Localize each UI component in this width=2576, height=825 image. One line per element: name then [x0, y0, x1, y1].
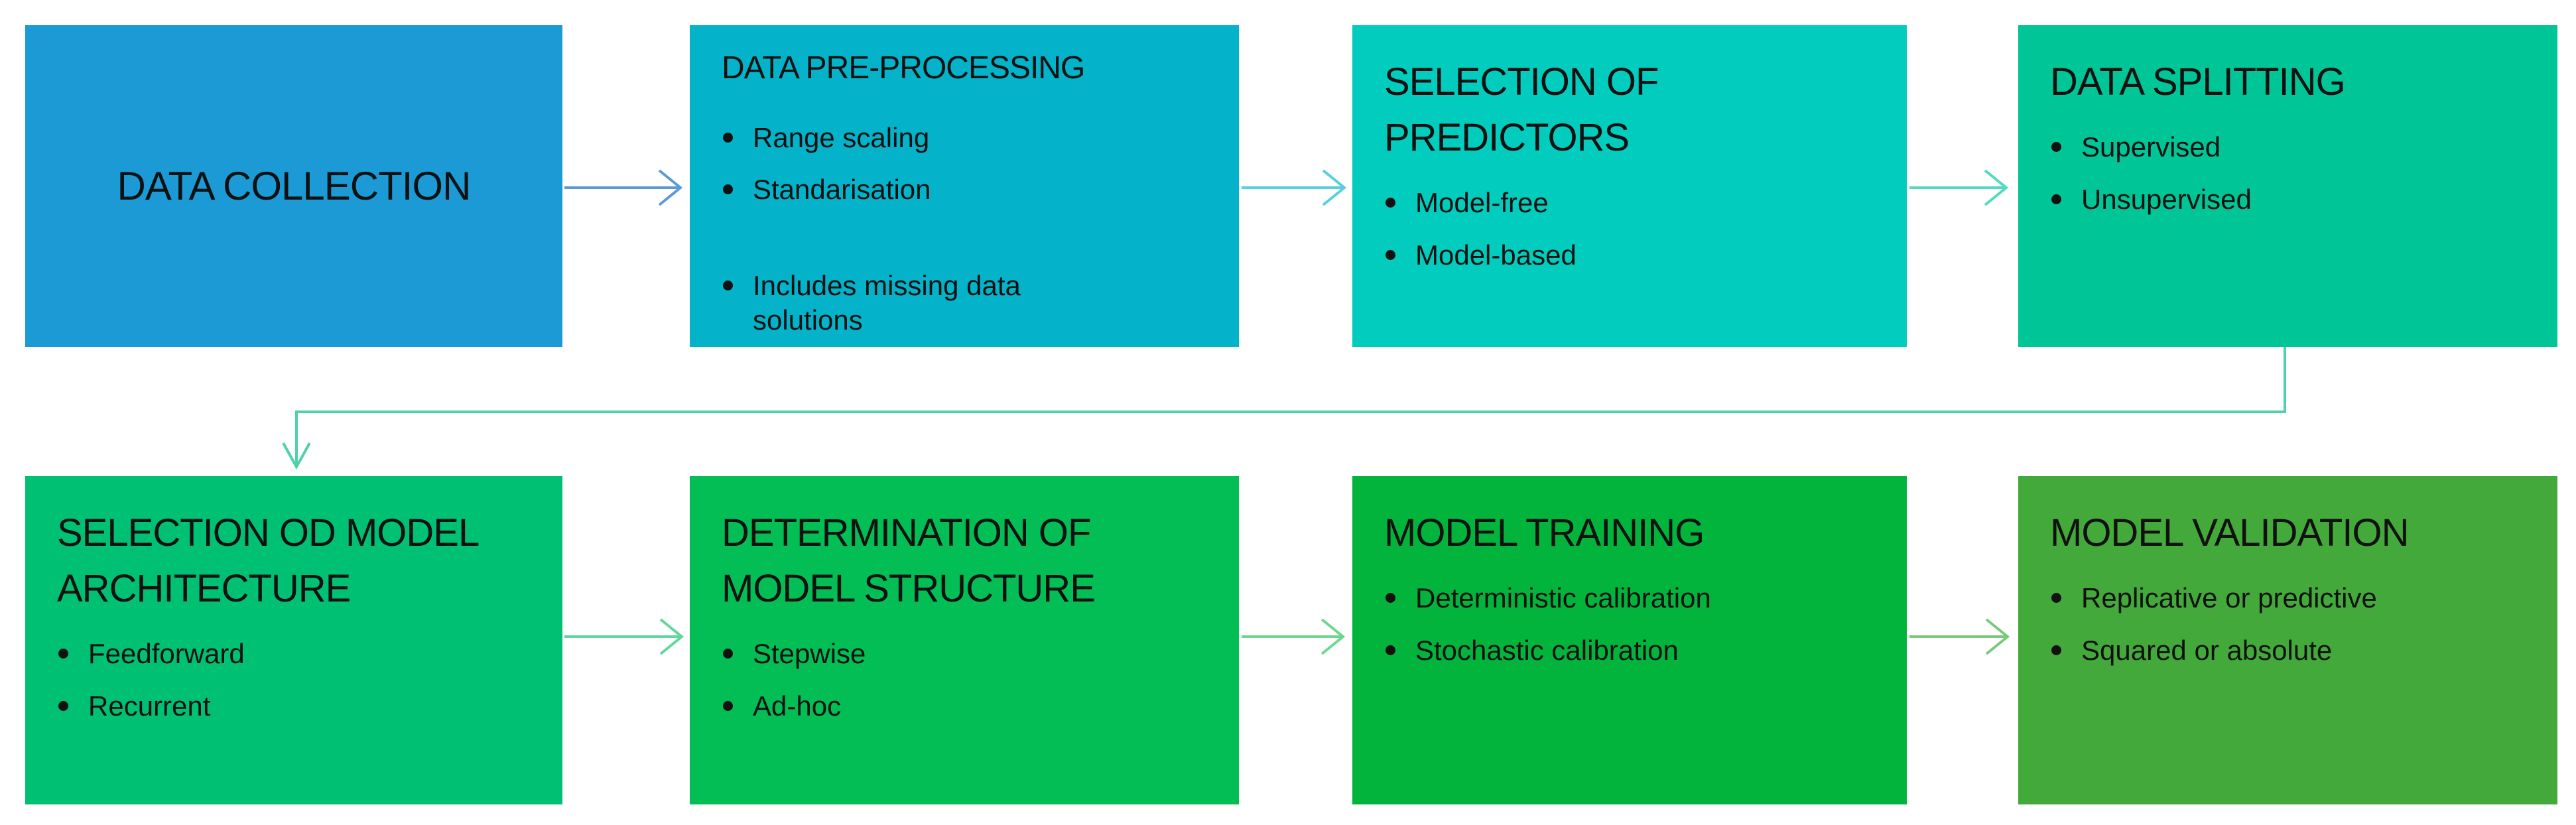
bullet-text: Standarisation	[753, 174, 931, 206]
bullet-item: Range scaling	[722, 121, 1216, 156]
step-title: SELECTION OF PREDICTORS	[1384, 60, 1659, 160]
bullet-text: Stochastic calibration	[1415, 634, 1679, 666]
bullet-text: Squared or absolute	[2081, 634, 2333, 666]
bullet-text: Includes missing data solutions	[753, 269, 1021, 336]
bullet-spacer	[722, 225, 1216, 269]
bullet-text: Model-based	[1415, 239, 1577, 271]
step-box-model-training: MODEL TRAINING Deterministic calibration…	[1352, 476, 1907, 804]
step-box-model-validation: MODEL VALIDATION Replicative or predicti…	[2018, 476, 2557, 804]
bullet-item: Standarisation	[722, 172, 1216, 208]
bullet-text: Supervised	[2081, 131, 2221, 163]
step-title: MODEL TRAINING	[1384, 511, 1705, 554]
bullet-dot-icon	[1385, 645, 1395, 655]
bullet-dot-icon	[723, 700, 733, 711]
bullet-dot-icon	[1385, 593, 1395, 603]
step-title: MODEL VALIDATION	[2050, 511, 2409, 554]
step-title: SELECTION OD MODEL ARCHITECTURE	[57, 511, 480, 611]
step-title: DATA COLLECTION	[117, 164, 472, 208]
step-title: DETERMINATION OF MODEL STRUCTURE	[722, 511, 1096, 611]
bullet-text: Ad-hoc	[753, 690, 842, 722]
connector-splitting-to-architecture	[282, 347, 2286, 470]
bullet-item: Stepwise	[722, 637, 1216, 672]
bullet-dot-icon	[58, 649, 68, 659]
bullet-text: Unsupervised	[2081, 183, 2252, 215]
bullet-text: Model-free	[1415, 187, 1549, 219]
bullet-dot-icon	[723, 132, 733, 143]
bullet-item: Deterministic calibration	[1384, 581, 1884, 616]
bullet-item: Squared or absolute	[2050, 633, 2535, 668]
arrow-structure-to-training	[1242, 618, 1346, 655]
bullet-dot-icon	[58, 700, 68, 711]
step-box-data-collection: DATA COLLECTION	[25, 25, 562, 347]
arrow-training-to-validation	[1909, 618, 2010, 655]
arrow-predictors-to-splitting	[1909, 169, 2009, 206]
bullet-dot-icon	[723, 184, 733, 195]
bullet-dot-icon	[2051, 645, 2061, 655]
bullet-text: Stepwise	[753, 638, 866, 670]
bullet-item: Replicative or predictive	[2050, 581, 2535, 616]
step-title: DATA SPLITTING	[2050, 60, 2346, 103]
step-title: DATA PRE-PROCESSING	[722, 50, 1085, 86]
bullet-item: Feedforward	[57, 637, 540, 672]
bullet-item: Includes missing data solutions	[722, 269, 1216, 338]
bullet-text: Deterministic calibration	[1415, 582, 1711, 614]
bullet-dot-icon	[2051, 194, 2061, 204]
step-box-determination-of-model-structure: DETERMINATION OF MODEL STRUCTURE Stepwis…	[690, 476, 1239, 804]
bullet-item: Model-free	[1384, 186, 1884, 221]
arrow-preprocessing-to-predictors	[1242, 169, 1347, 206]
arrow-architecture-to-structure	[564, 618, 684, 655]
bullet-dot-icon	[723, 280, 733, 290]
bullet-item: Model-based	[1384, 238, 1884, 273]
bullet-dot-icon	[723, 649, 733, 659]
bullet-text: Feedforward	[88, 638, 245, 670]
bullet-text: Recurrent	[88, 690, 211, 722]
bullet-dot-icon	[2051, 142, 2061, 153]
bullet-dot-icon	[1385, 249, 1395, 260]
bullet-dot-icon	[1385, 198, 1395, 208]
bullet-item: Supervised	[2050, 130, 2535, 165]
bullet-item: Ad-hoc	[722, 689, 1216, 724]
step-box-selection-od-model-architecture: SELECTION OD MODEL ARCHITECTURE Feedforw…	[25, 476, 562, 804]
arrow-collection-to-preprocessing	[564, 169, 683, 206]
bullet-dot-icon	[2051, 593, 2061, 603]
bullet-item: Stochastic calibration	[1384, 633, 1884, 668]
bullet-item: Recurrent	[57, 689, 540, 724]
bullet-item: Unsupervised	[2050, 182, 2535, 218]
bullet-text: Range scaling	[753, 121, 930, 153]
bullet-text: Replicative or predictive	[2081, 582, 2377, 614]
